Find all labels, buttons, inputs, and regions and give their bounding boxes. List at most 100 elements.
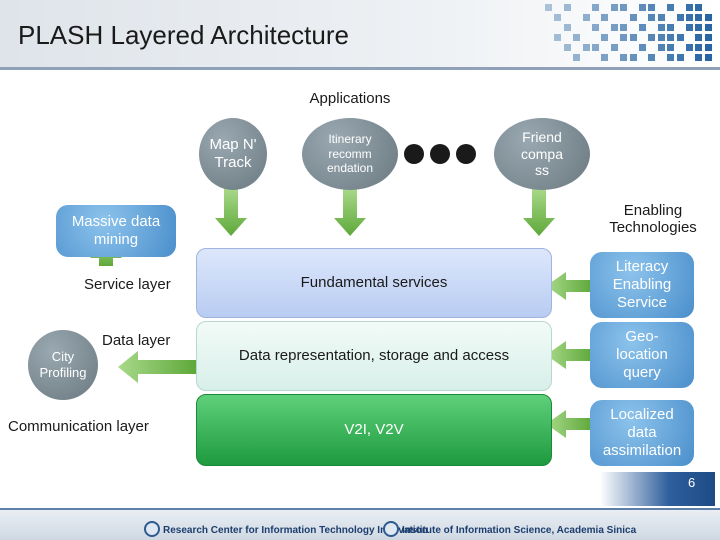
logo-pixel [648, 14, 656, 21]
slide-title: PLASH Layered Architecture [18, 20, 349, 50]
logo-pixel [582, 14, 590, 21]
service-layer-label: Service layer [84, 276, 171, 293]
logo-pixel [610, 4, 618, 11]
citi-seal-icon [144, 521, 160, 537]
data-layer-label: Data layer [102, 332, 171, 349]
logo-pixel [563, 4, 571, 11]
logo-pixel [657, 14, 665, 21]
logo-pixel [704, 54, 712, 61]
v2i-v2v-label: V2I, V2V [344, 421, 404, 439]
geolocation-label: Geo- location query [616, 328, 668, 381]
logo-pixel [695, 14, 703, 21]
logo-pixel [686, 24, 693, 31]
logo-pixel [554, 34, 562, 41]
ellipsis-dot [456, 144, 476, 164]
literacy-bubble: Literacy Enabling Service [590, 252, 694, 318]
logo-pixel [676, 14, 684, 21]
arrow-left-city [118, 351, 196, 383]
logo-pixel [686, 44, 693, 51]
logo-pixel [695, 54, 703, 61]
applications-heading: Applications [309, 90, 391, 107]
logo-pixel [554, 14, 562, 21]
logo-pixel [620, 54, 628, 61]
communication-layer-label: Communication layer [8, 418, 149, 435]
logo-pixel [667, 44, 675, 51]
ellipsis-dot [430, 144, 450, 164]
logo-pixel [657, 24, 665, 31]
header-pixel-logo [545, 4, 715, 66]
logo-pixel [667, 54, 675, 61]
logo-pixel [648, 4, 656, 11]
app-itinerary: Itinerary recomm endation [302, 118, 398, 190]
logo-pixel [648, 54, 656, 61]
logo-pixel [648, 34, 656, 41]
logo-pixel [639, 24, 646, 31]
logo-pixel [639, 4, 646, 11]
localized-label: Localized data assimilation [602, 406, 682, 459]
service-layer-box: Fundamental services [196, 248, 552, 318]
logo-pixel [592, 24, 599, 31]
logo-pixel [667, 34, 675, 41]
arrow-down-itinerary [334, 188, 366, 236]
app-itinerary-label: Itinerary recomm endation [326, 132, 374, 176]
arrow-left-geo [546, 341, 592, 369]
page-number: 6 [688, 475, 696, 490]
arrow-left-literacy [546, 272, 592, 300]
arrow-left-localized [546, 410, 592, 438]
logo-pixel [657, 34, 665, 41]
logo-pixel [667, 24, 675, 31]
logo-pixel [620, 34, 628, 41]
literacy-label: Literacy Enabling Service [612, 258, 672, 311]
logo-pixel [629, 54, 637, 61]
communication-layer-box: V2I, V2V [196, 394, 552, 466]
logo-pixel [667, 4, 675, 11]
logo-pixel [629, 34, 637, 41]
massive-data-mining-bubble: Massive data mining [56, 205, 176, 257]
logo-pixel [545, 4, 552, 11]
logo-pixel [610, 24, 618, 31]
app-friend-compass: Friend compa ss [494, 118, 590, 190]
logo-pixel [620, 24, 628, 31]
logo-pixel [676, 54, 684, 61]
app-map-n-track: Map N' Track [199, 118, 267, 190]
logo-pixel [601, 14, 609, 21]
logo-pixel [704, 24, 712, 31]
logo-pixel [704, 44, 712, 51]
logo-pixel [639, 44, 646, 51]
data-layer-box: Data representation, storage and access [196, 321, 552, 391]
footer-right-org: Institute of Information Science, Academ… [402, 525, 637, 536]
city-profiling-circle: City Profiling [28, 330, 98, 400]
logo-pixel [686, 14, 693, 21]
logo-pixel [563, 24, 571, 31]
logo-pixel [582, 44, 590, 51]
logo-pixel [695, 44, 703, 51]
enabling-technologies-label: Enabling Technologies [609, 202, 697, 237]
logo-pixel [695, 4, 703, 11]
city-profiling-label: City Profiling [39, 349, 87, 380]
logo-pixel [592, 44, 599, 51]
app-map-label: Map N' Track [209, 136, 257, 171]
iis-seal-icon [383, 521, 399, 537]
app-friend-label: Friend compa ss [520, 128, 564, 179]
arrow-down-friend [523, 188, 555, 236]
localized-bubble: Localized data assimilation [590, 400, 694, 466]
logo-pixel [601, 34, 609, 41]
logo-pixel [592, 4, 599, 11]
logo-pixel [629, 14, 637, 21]
logo-pixel [695, 24, 703, 31]
logo-pixel [573, 34, 581, 41]
arrow-down-map [215, 188, 247, 236]
slide-footer: Research Center for Information Technolo… [0, 508, 720, 540]
logo-pixel [563, 44, 571, 51]
massive-data-mining-label: Massive data mining [71, 213, 161, 248]
logo-pixel [704, 14, 712, 21]
geolocation-bubble: Geo- location query [590, 322, 694, 388]
logo-pixel [676, 34, 684, 41]
page-number-bar [600, 472, 715, 506]
fundamental-services-label: Fundamental services [300, 274, 448, 292]
logo-pixel [686, 4, 693, 11]
footer-left-org: Research Center for Information Technolo… [163, 525, 428, 536]
ellipsis-dot [404, 144, 424, 164]
logo-pixel [620, 4, 628, 11]
